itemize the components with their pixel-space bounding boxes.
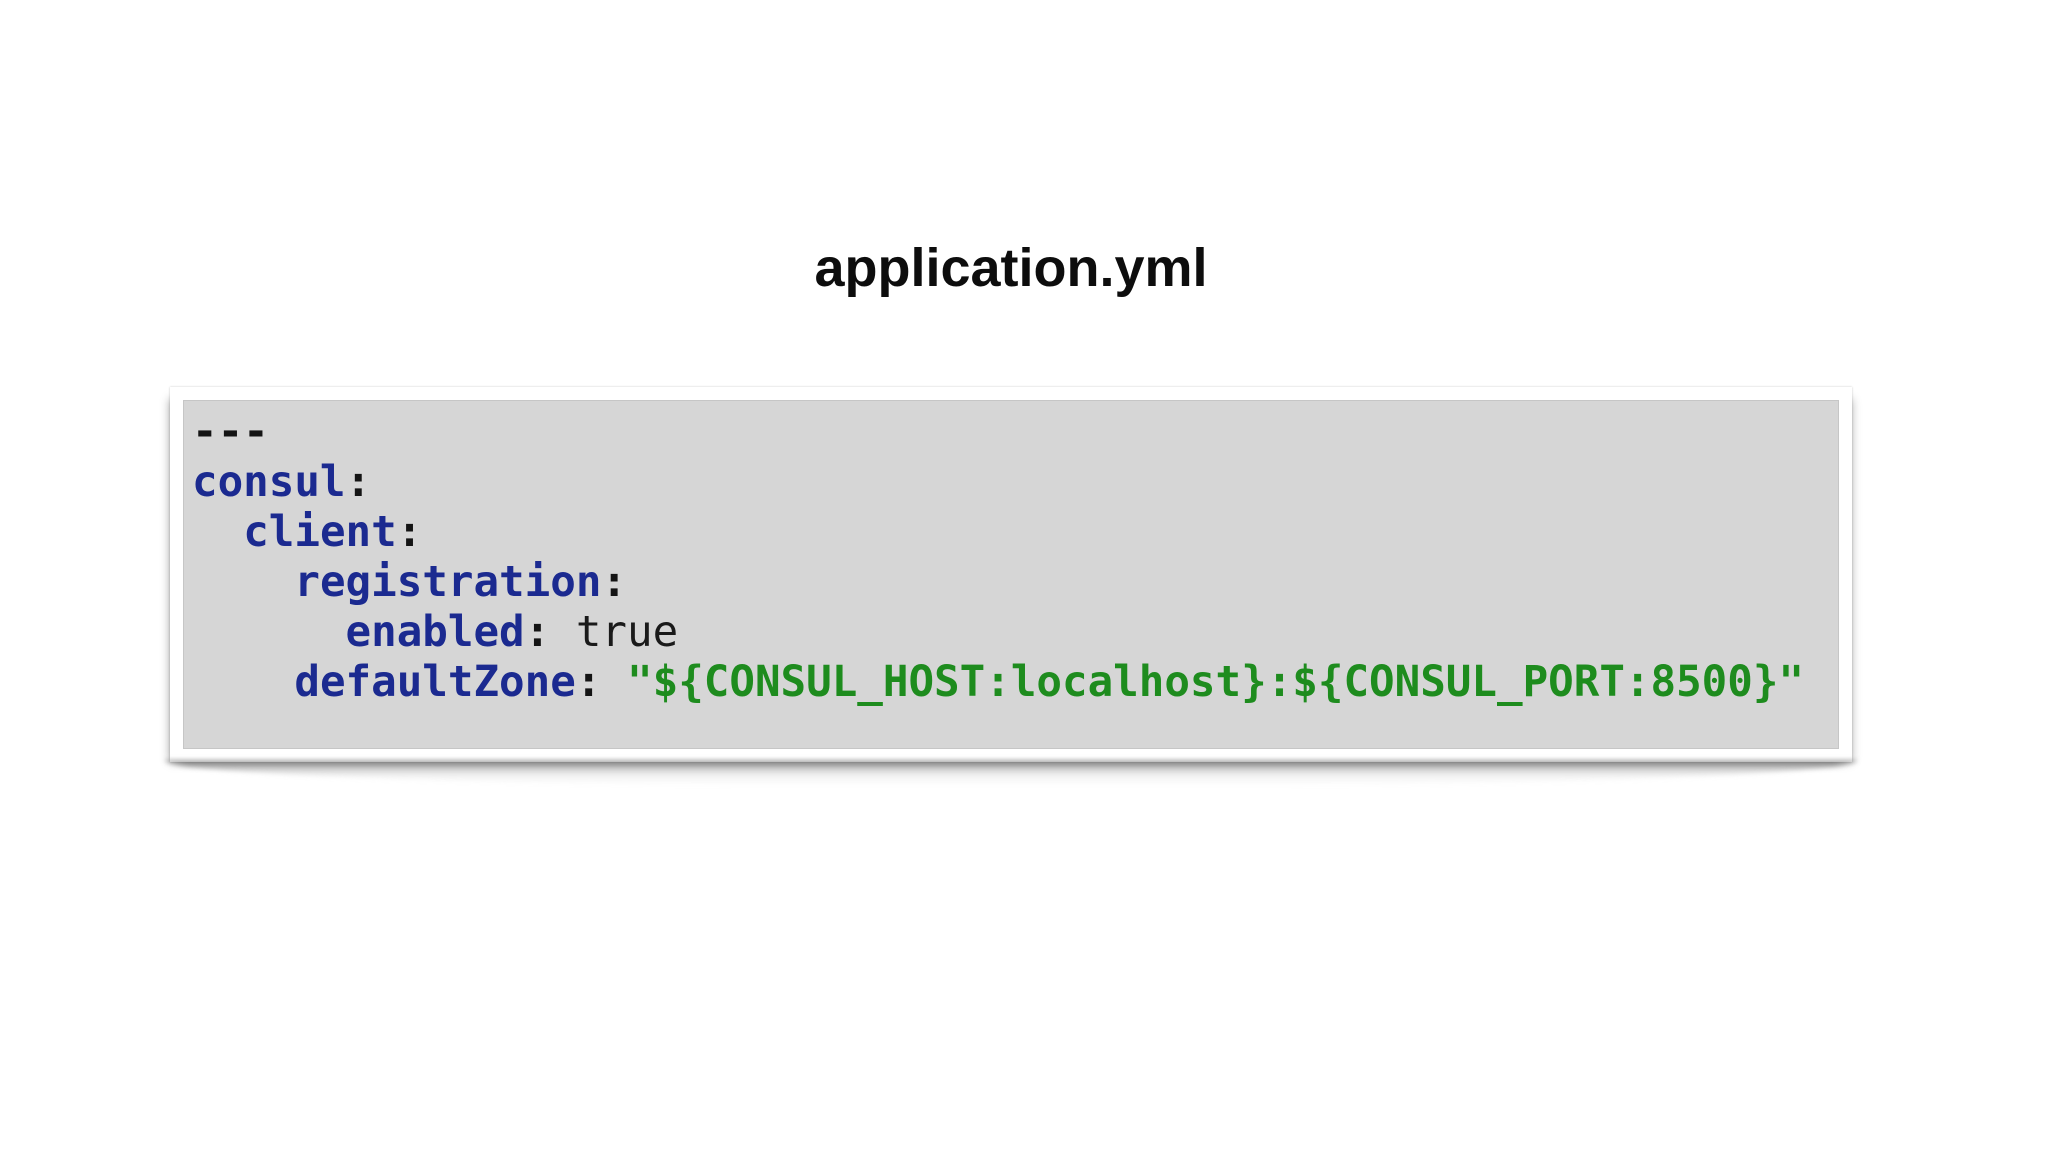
code-token	[192, 658, 294, 707]
code-line: consul:	[192, 458, 1830, 508]
code-line: enabled: true	[192, 608, 1830, 658]
code-token-punct: :	[601, 558, 627, 607]
code-line: defaultZone: "${CONSUL_HOST:localhost}:$…	[192, 658, 1830, 708]
code-token	[192, 508, 243, 557]
code-token	[601, 658, 627, 707]
code-token-punct: :	[345, 458, 372, 507]
code-token	[550, 608, 576, 657]
code-token-punct: ---	[192, 408, 269, 457]
code-token-string: "${CONSUL_HOST:localhost}:${CONSUL_PORT:…	[627, 658, 1805, 707]
page-title: application.yml	[814, 238, 1208, 298]
code-line: client:	[192, 508, 1830, 558]
code-token-bool: true	[575, 608, 679, 657]
code-token-punct: :	[575, 658, 602, 707]
code-token-key: registration	[294, 558, 602, 607]
code-block: ---consul: client: registration: enabled…	[184, 401, 1838, 708]
code-token	[192, 608, 346, 657]
code-token-key: consul	[192, 458, 346, 507]
code-token-punct: :	[524, 608, 551, 657]
code-token-key: enabled	[345, 608, 525, 657]
code-token	[192, 558, 294, 607]
code-line: ---	[192, 408, 1830, 458]
code-card: ---consul: client: registration: enabled…	[170, 387, 1852, 762]
code-token-key: client	[243, 508, 397, 557]
code-token-punct: :	[396, 508, 423, 557]
code-area: ---consul: client: registration: enabled…	[183, 400, 1839, 749]
code-line: registration:	[192, 558, 1830, 608]
code-token-key: defaultZone	[294, 658, 576, 707]
